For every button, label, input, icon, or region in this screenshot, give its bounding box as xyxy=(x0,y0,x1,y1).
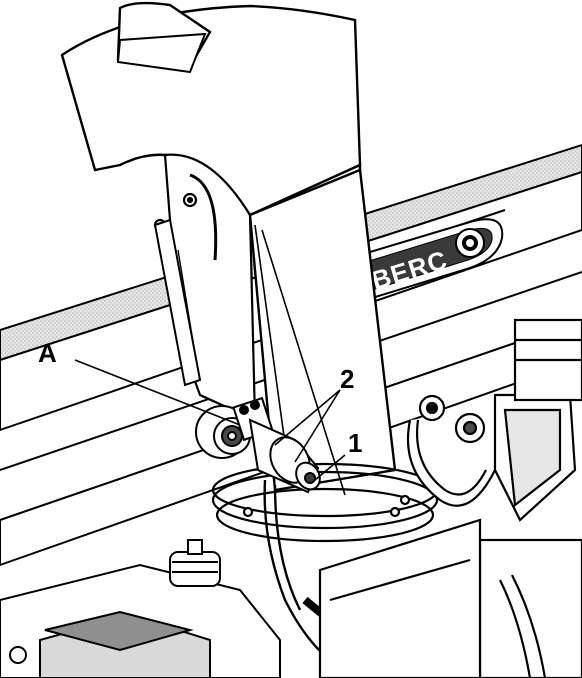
engine-assembly xyxy=(318,318,582,678)
control-lever xyxy=(153,218,202,387)
callout-label-a: A xyxy=(38,338,57,368)
leader-line-a xyxy=(74,359,241,426)
chute-rotation-motor xyxy=(248,418,321,494)
fuel-tank xyxy=(0,539,281,678)
callout-leaders xyxy=(74,359,346,481)
leader-line-1 xyxy=(314,454,346,481)
callout-label-1: 1 xyxy=(348,428,362,458)
chute-deflector xyxy=(60,1,362,230)
gas-cap xyxy=(169,551,221,587)
leader-line-2b xyxy=(294,389,341,463)
callout-label-2: 2 xyxy=(340,364,354,394)
leader-line-2a xyxy=(274,389,341,446)
